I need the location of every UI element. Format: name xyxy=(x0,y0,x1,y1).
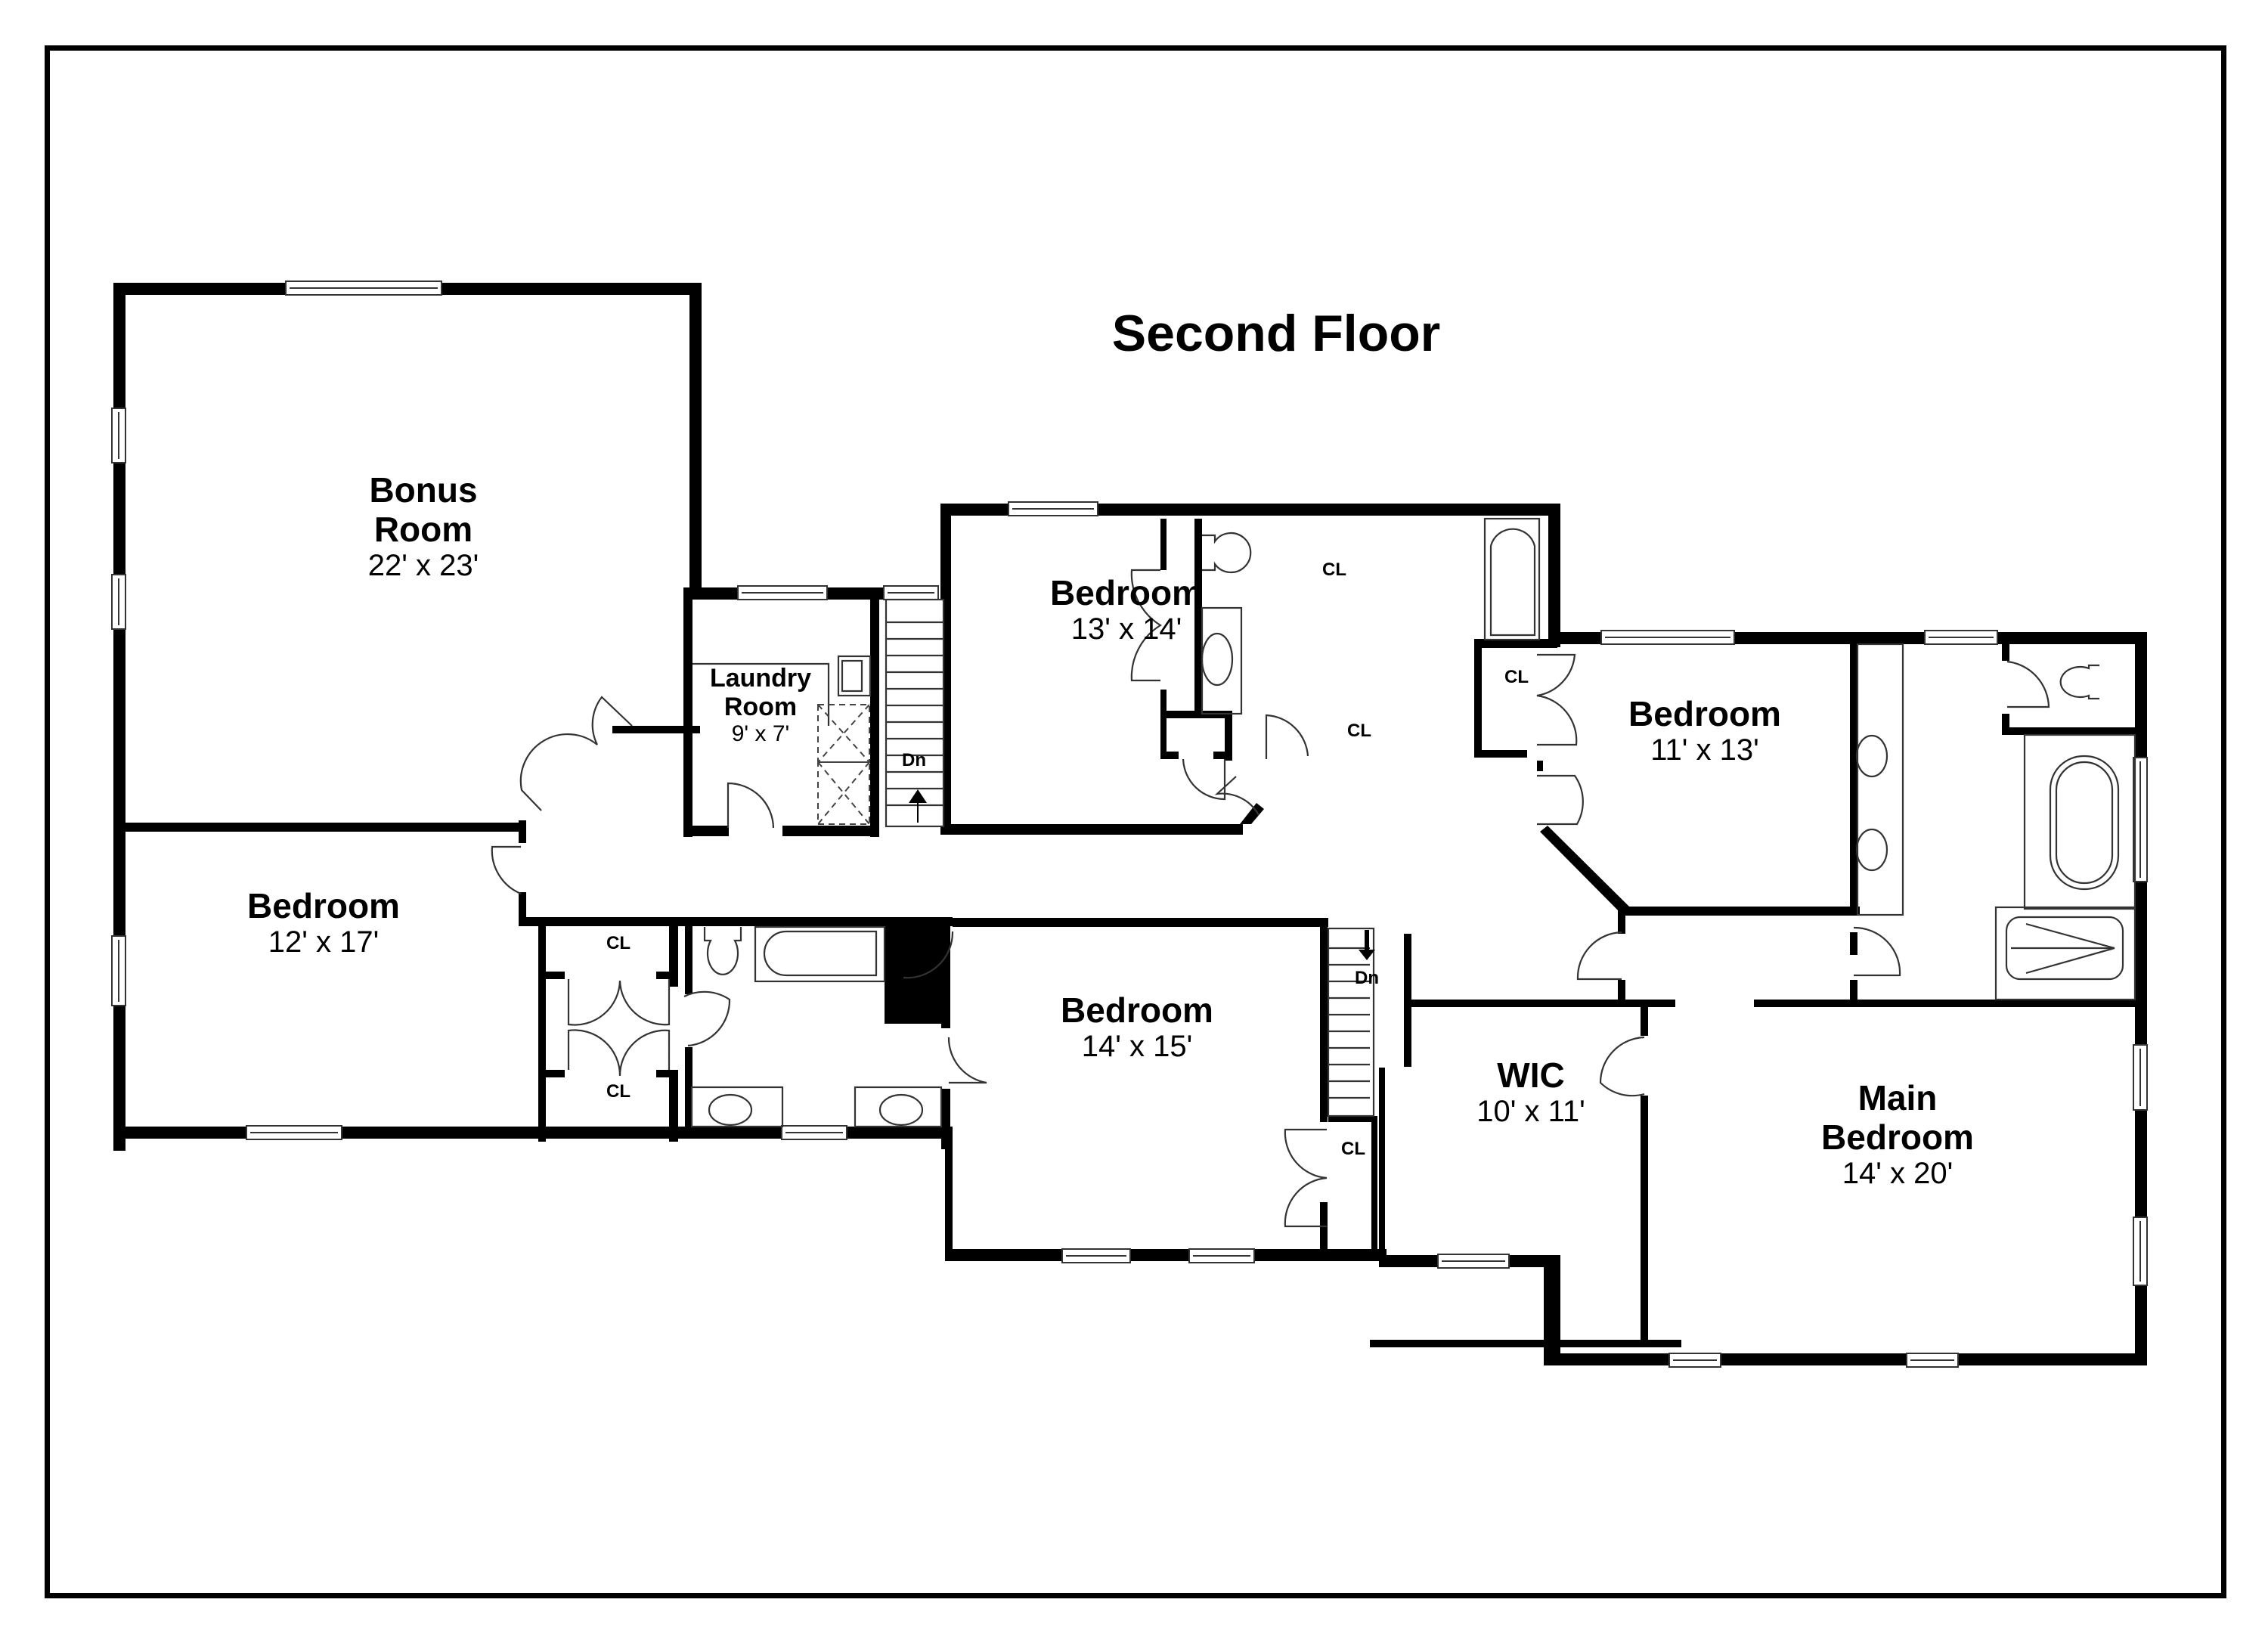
closet-label: CL xyxy=(606,1081,631,1102)
room-dimensions: 22' x 23' xyxy=(367,549,479,582)
fixtures xyxy=(690,517,2136,1128)
room-name: Bedroom xyxy=(1061,990,1213,1030)
walls xyxy=(113,283,2147,1365)
room-name: Bedroom xyxy=(1050,573,1203,612)
room-label-main-bedroom: Main Bedroom 14' x 20' xyxy=(1821,1078,1974,1190)
windows xyxy=(111,281,2148,1368)
stairs-down-label: Dn xyxy=(1355,968,1379,988)
room-name: Bonus xyxy=(369,470,478,510)
closet-label: CL xyxy=(1341,1139,1365,1159)
room-name: Room xyxy=(723,693,798,721)
closet-label: CL xyxy=(1347,721,1371,741)
room-name: Bedroom xyxy=(1628,694,1781,733)
stairs-down-label: Dn xyxy=(902,750,926,770)
room-name: Laundry xyxy=(709,664,812,693)
room-dimensions: 10' x 11' xyxy=(1476,1095,1585,1128)
room-dimensions: 12' x 17' xyxy=(268,925,380,959)
room-dimensions: 14' x 15' xyxy=(1081,1030,1193,1063)
floor-title: Second Floor xyxy=(1111,305,1441,362)
room-label-laundry-room: Laundry Room 9' x 7' xyxy=(710,664,811,747)
closet-label: CL xyxy=(606,933,631,953)
closet-label: CL xyxy=(1322,559,1346,580)
room-dimensions: 9' x 7' xyxy=(731,721,790,746)
room-label-wic: WIC 10' x 11' xyxy=(1476,1055,1585,1128)
closet-label: CL xyxy=(1504,667,1529,687)
room-name: Main xyxy=(1857,1078,1938,1117)
room-name: Room xyxy=(373,510,473,549)
page-border xyxy=(45,45,2226,1598)
room-label-bonus-room: Bonus Room 22' x 23' xyxy=(368,470,479,582)
stairs xyxy=(885,598,1375,1117)
room-dimensions: 13' x 14' xyxy=(1070,612,1182,646)
room-dimensions: 14' x 20' xyxy=(1842,1157,1954,1190)
room-label-bedroom-center: Bedroom 14' x 15' xyxy=(1061,990,1213,1063)
room-dimensions: 11' x 13' xyxy=(1650,733,1759,767)
room-label-bedroom-west: Bedroom 12' x 17' xyxy=(247,886,400,959)
doors xyxy=(491,569,2050,1228)
room-label-bedroom-east: Bedroom 11' x 13' xyxy=(1628,694,1781,767)
room-name: WIC xyxy=(1497,1055,1565,1095)
room-name: Bedroom xyxy=(1821,1117,1974,1157)
room-name: Bedroom xyxy=(247,886,400,925)
room-label-bedroom-north: Bedroom 13' x 14' xyxy=(1050,573,1203,646)
